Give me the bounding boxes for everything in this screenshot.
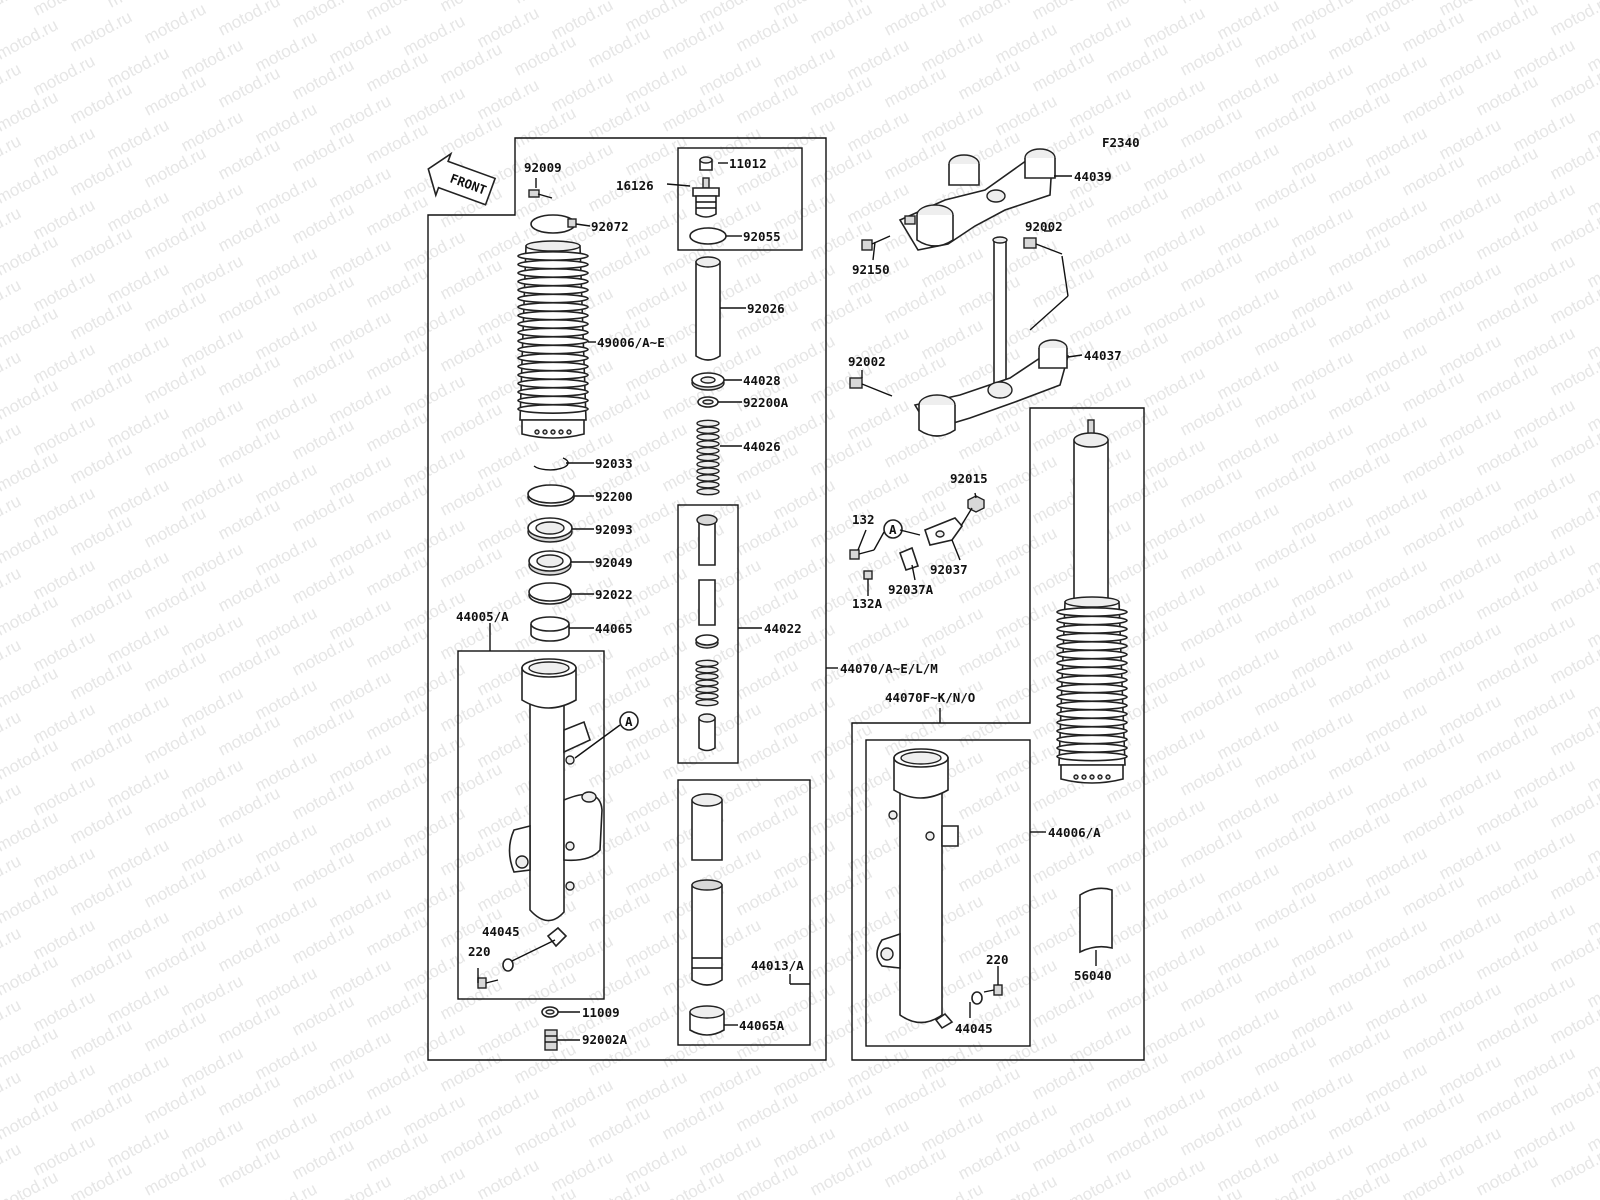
label-44070f: 44070F~K/N/O [885,690,975,705]
label-44005: 44005/A [456,609,509,624]
washer-92200a [697,396,719,408]
label-44039: 44039 [1074,169,1112,184]
bracket-92037 [924,517,964,546]
right-fork-assembly-frame [851,407,1145,1061]
label-92002a: 92002A [582,1032,628,1047]
clamp-92037a [898,546,920,572]
bolt-220-right [983,984,1003,996]
label-44022: 44022 [764,621,802,636]
washer-92200 [527,484,575,507]
washer-44045-left [502,958,514,972]
lower-bracket-44037 [913,236,1069,437]
cartridge-group-box [677,504,739,764]
upper-bracket-44039 [898,148,1056,251]
label-92037: 92037 [930,562,968,577]
left-outer-tube-box [457,650,605,1000]
bolt-132a [863,570,873,590]
label-56040: 56040 [1074,968,1112,983]
label-92009: 92009 [524,160,562,175]
label-92037a: 92037A [888,582,934,597]
clamp-92072 [530,214,577,234]
figure-code: F2340 [1102,135,1140,150]
svg-text:A: A [889,522,897,537]
inner-tube-right [1073,419,1109,601]
stem-bolt-92002-upper [1023,237,1063,255]
bolt-92002a [544,1029,558,1051]
label-220-right: 220 [986,952,1009,967]
washer-44045-right [971,991,983,1005]
svg-text:A: A [625,714,633,729]
guard-56040 [1079,887,1113,954]
label-44013: 44013/A [751,958,804,973]
label-44006: 44006/A [1048,825,1101,840]
cartridge-44022 [695,514,719,752]
label-92200: 92200 [595,489,633,504]
bolt-92009 [528,189,553,199]
outer-tube-44005 [508,658,603,948]
label-92093: 92093 [595,522,633,537]
label-16126: 16126 [616,178,654,193]
label-92033: 92033 [595,456,633,471]
label-44028: 44028 [743,373,781,388]
label-92002-upper: 92002 [1025,219,1063,234]
label-44065: 44065 [595,621,633,636]
label-92049: 92049 [595,555,633,570]
o-ring-92055 [689,227,727,245]
label-132: 132 [852,512,875,527]
label-92026: 92026 [747,301,785,316]
label-11009: 11009 [582,1005,620,1020]
bushing-44065 [530,616,570,642]
bushing-44065a [689,1005,725,1036]
label-11012: 11012 [729,156,767,171]
label-92200a: 92200A [743,395,789,410]
outer-tube-44006 [876,748,959,1030]
label-220-left: 220 [468,944,491,959]
left-fork-assembly-frame [427,137,827,1061]
stopper-ring-92033 [533,457,569,471]
seat-44028 [691,372,725,391]
bolt-92002-lower [849,377,893,397]
label-132a: 132A [852,596,883,611]
label-44070a: 44070/A~E/L/M [840,661,938,676]
cap-11012 [699,156,713,171]
washer-11009 [541,1006,559,1018]
bolt-92150 [861,235,891,251]
label-49006: 49006/A~E [597,335,665,350]
washer-92022 [528,582,572,605]
oil-seal-92049 [528,550,572,576]
front-direction-arrow: FRONT [427,151,497,206]
callout-a-left: A [574,711,639,759]
inner-tube-group-box [677,779,811,1046]
leader-lines [477,162,1097,1041]
fork-boot-49006 [517,240,589,439]
part-labels: F2340 92009 92072 49006/A~E 92033 92200 … [456,135,1140,1047]
label-44045-left: 44045 [482,924,520,939]
label-44026: 44026 [743,439,781,454]
label-44065a: 44065A [739,1018,785,1033]
spacer-92026 [695,256,721,361]
fork-boot-right [1056,596,1128,784]
spring-44026 [696,419,720,496]
right-outer-tube-box [865,739,1031,1047]
bolt-132 [849,549,875,560]
label-92022: 92022 [595,587,633,602]
fork-cap-16126 [692,177,720,218]
label-92015: 92015 [950,471,988,486]
damper-cap-group-box [677,147,803,251]
label-92072: 92072 [591,219,629,234]
label-92150: 92150 [852,262,890,277]
inner-tube-44013 [691,793,723,986]
callout-a-right: A [883,519,903,539]
label-44045-right: 44045 [955,1021,993,1036]
label-44037: 44037 [1084,348,1122,363]
label-92002-lower: 92002 [848,354,886,369]
bolt-220-left [477,977,499,989]
dust-seal-92093 [527,517,573,543]
label-92055: 92055 [743,229,781,244]
